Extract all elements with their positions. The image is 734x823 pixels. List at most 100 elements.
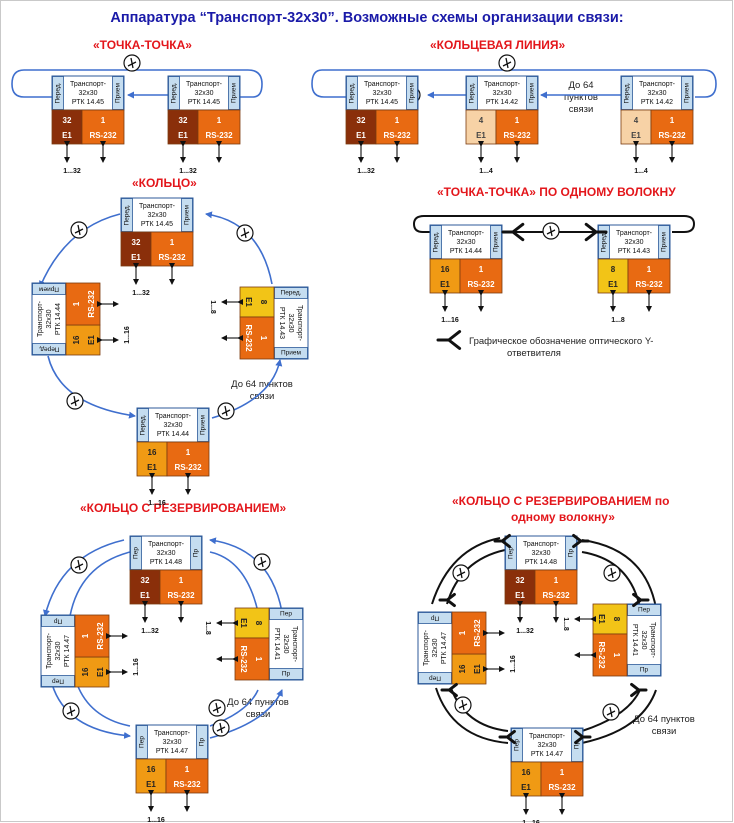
rs232-count: 1: [170, 238, 175, 247]
unit-device: РТК 14.44: [55, 303, 62, 335]
channel-range: 1...8: [204, 621, 211, 635]
unit-model: 32x30: [640, 630, 647, 649]
rs232-label: RS-232: [96, 622, 105, 650]
fiber-line: [412, 215, 696, 233]
legend-line-1: Графическое обозначение оптического Y-: [469, 336, 654, 347]
section-title-ring-reserve-fiber-1: «КОЛЬЦО С РЕЗЕРВИРОВАНИЕМ по: [452, 494, 670, 508]
port-right: [112, 76, 124, 110]
unit-body: [120, 197, 194, 233]
unit-name: Транспорт-: [186, 81, 223, 88]
y-splitter-icon: [440, 682, 458, 698]
unit-name: Транспорт-: [296, 305, 303, 342]
port-left-label: Перед.: [349, 82, 356, 103]
e1-count: 16: [147, 765, 156, 774]
port-left-label: Перед.: [124, 204, 131, 225]
y-splitter-icon: [438, 592, 456, 608]
port-right-label: Прием: [200, 414, 207, 435]
unit-model: 32x30: [492, 90, 511, 97]
port-right: [490, 225, 502, 259]
y-splitter-icon: [574, 729, 592, 745]
section-title-ring: «КОЛЬЦО»: [132, 176, 197, 190]
optical-link: [205, 211, 273, 285]
optical-link: [311, 69, 717, 98]
port-left: [121, 198, 133, 232]
e1-count: 8: [254, 621, 263, 626]
port-left: [598, 225, 610, 259]
e1-label: E1: [476, 131, 486, 140]
rs232-label: RS-232: [239, 645, 248, 673]
e1-block: [136, 441, 168, 477]
port-left-label: Перед.: [140, 414, 147, 435]
unit-name: Транспорт-: [448, 230, 485, 237]
rs232-count: 1: [186, 448, 191, 457]
rs232-count: 1: [259, 336, 268, 341]
rs232-label: RS-232: [635, 280, 663, 289]
unit-model: 32x30: [372, 90, 391, 97]
channel-range: 1...16: [522, 820, 540, 823]
io-arrows: [442, 290, 484, 312]
port-left-label: Перед.: [171, 82, 178, 103]
port-right-label: Пр: [199, 737, 206, 746]
io-arrows: [142, 601, 184, 623]
e1-label: E1: [521, 783, 531, 792]
main-title: Аппаратура “Транспорт-32x30”. Возможные …: [110, 10, 624, 26]
section-title-point-to-point: «ТОЧКА-ТОЧКА»: [93, 38, 192, 52]
optical-amplifier-icon: [498, 54, 516, 72]
optical-amplifier-icon: [62, 702, 80, 720]
rs232-count: 1: [254, 657, 263, 662]
port-left-label: Пер: [638, 607, 650, 614]
unit-device: РТК 14.48: [150, 559, 182, 566]
unit-name: Транспорт-: [423, 629, 430, 666]
port-left: [52, 76, 64, 110]
e1-label: E1: [178, 131, 188, 140]
channel-range: 1...8: [611, 317, 625, 324]
unit-model: 32x30: [46, 309, 53, 328]
rs232-count: 1: [612, 653, 621, 658]
rs232-block: [165, 758, 209, 794]
e1-count: 16: [148, 448, 157, 457]
e1-count: 32: [141, 576, 150, 585]
port-right-label: Прием: [38, 286, 59, 293]
port-left-label: Пер: [139, 736, 146, 748]
e1-count: 16: [441, 265, 450, 274]
channel-range: 1...32: [357, 168, 375, 175]
port-right-label: Прием: [231, 82, 238, 103]
channel-range: 1...32: [132, 290, 150, 297]
e1-count: 16: [458, 664, 467, 673]
port-right-label: Прием: [684, 82, 691, 103]
unit-name: Транспорт-: [155, 413, 192, 420]
port-left-label: Перед.: [624, 82, 631, 103]
io-arrows: [148, 790, 190, 812]
unit-model: 32x30: [287, 313, 294, 332]
e1-label: E1: [356, 131, 366, 140]
amplifier-symbol: [66, 705, 76, 717]
e1-count: 4: [634, 116, 639, 125]
rs232-block: [150, 231, 194, 267]
port-right-label: Прием: [281, 350, 302, 357]
unit-name: Транспорт-: [46, 632, 53, 669]
port-left: [274, 287, 308, 299]
channel-range: 1...16: [124, 326, 131, 344]
fiber-line: [435, 687, 509, 744]
rs232-block: [627, 258, 671, 294]
unit-model: 32x30: [194, 90, 213, 97]
io-arrows: [483, 630, 505, 672]
rs232-label: RS-232: [89, 131, 117, 140]
rs232-label: RS-232: [158, 253, 186, 262]
rs232-count: 1: [185, 765, 190, 774]
port-right-label: Пр: [568, 548, 575, 557]
io-arrows: [574, 616, 596, 658]
e1-label: E1: [146, 780, 156, 789]
rs232-label: RS-232: [87, 290, 96, 318]
optical-amplifier-icon: [454, 696, 472, 714]
port-left: [627, 604, 661, 616]
channel-range: 1...8: [562, 617, 569, 631]
e1-block: [465, 109, 497, 145]
unit-device: РТК 14.45: [188, 99, 220, 106]
